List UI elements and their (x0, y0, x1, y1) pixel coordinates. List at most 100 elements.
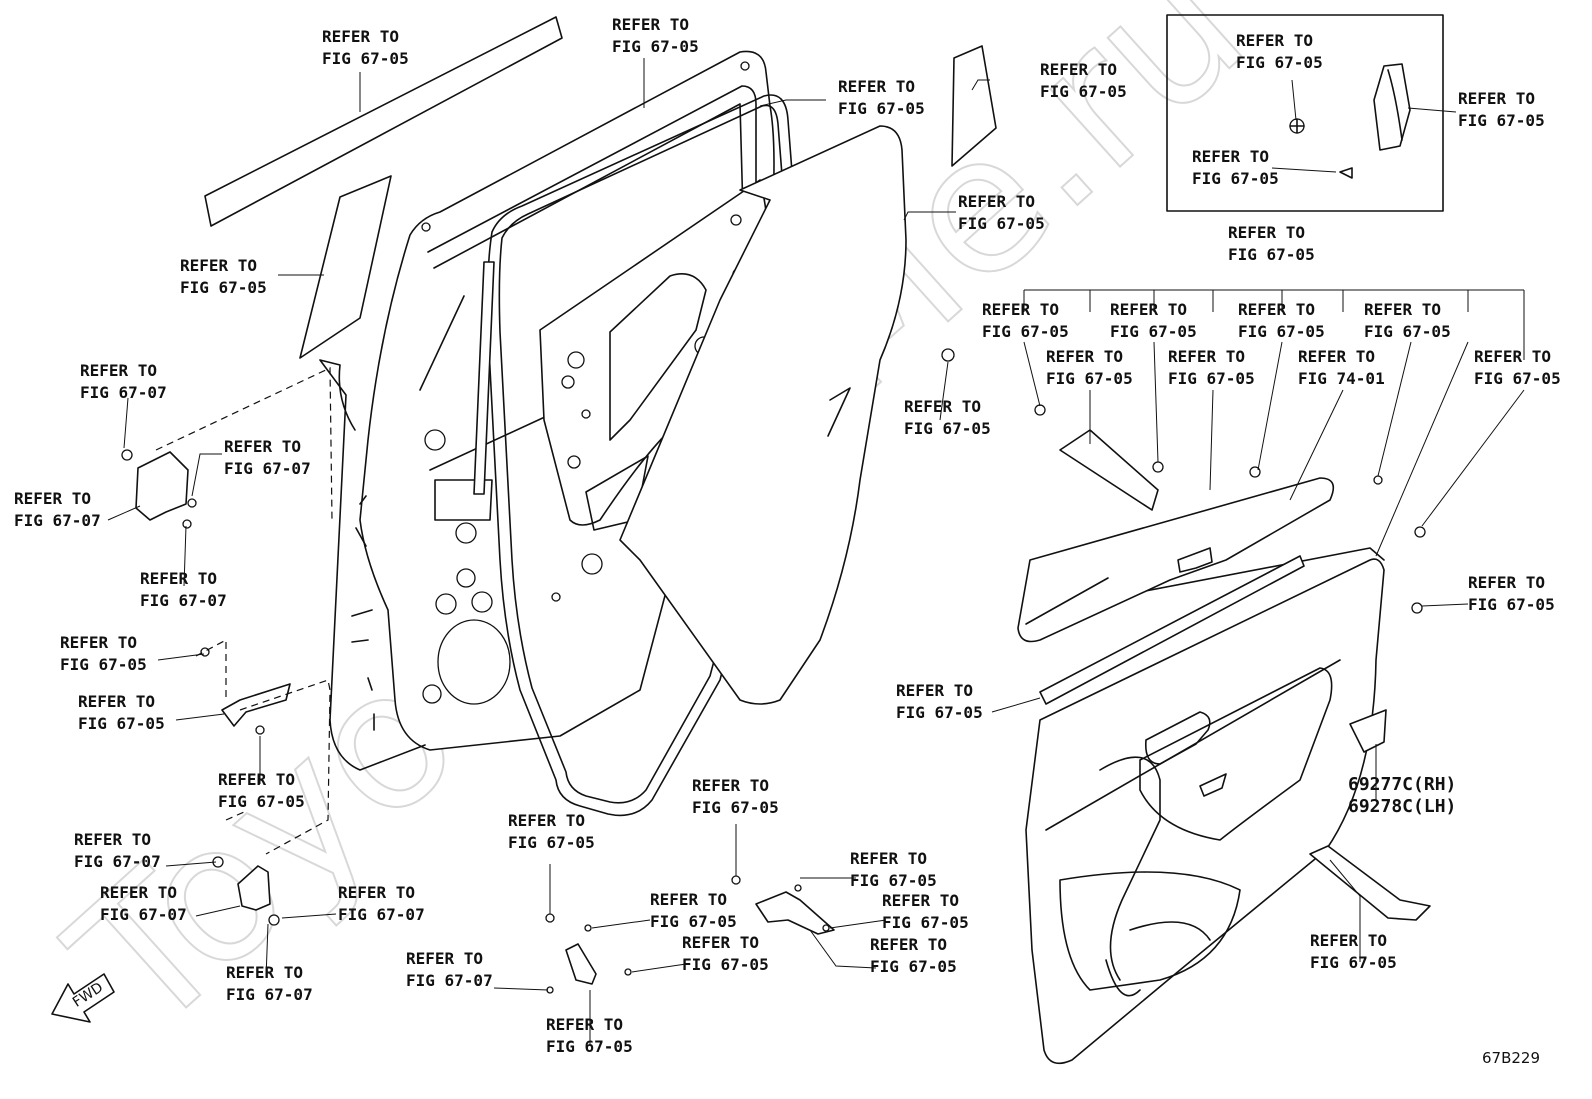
upper-trim (1017, 477, 1335, 643)
callout-fig: FIG 67-05 (958, 214, 1045, 233)
callout: REFER TO FIG 67-05 (692, 776, 779, 817)
callout-line1: REFER TO (1192, 147, 1269, 166)
mounting-lines (155, 367, 375, 855)
callout: REFER TO FIG 67-07 (100, 883, 187, 924)
callout-line1: REFER TO (958, 192, 1035, 211)
inner-weatherstrip (1039, 555, 1305, 705)
callout: REFER TO FIG 67-05 (958, 192, 1045, 233)
callout-fig: FIG 67-05 (1110, 322, 1197, 341)
callout: REFER TO FIG 67-05 (60, 633, 147, 674)
callout-line1: REFER TO (612, 15, 689, 34)
callout: REFER TO FIG 67-07 (74, 830, 161, 871)
callout-line1: REFER TO (896, 681, 973, 700)
callout-fig: FIG 67-05 (1238, 322, 1325, 341)
callout-fig: FIG 67-07 (226, 985, 313, 1004)
belt-moulding (204, 16, 563, 227)
callout-fig: FIG 67-07 (338, 905, 425, 924)
callout-line1: REFER TO (1474, 347, 1551, 366)
callout-line1: REFER TO (1364, 300, 1441, 319)
door-trim-board (1025, 547, 1385, 1065)
callout-line1: REFER TO (140, 569, 217, 588)
callout-line1: REFER TO (1298, 347, 1375, 366)
callout-line1: REFER TO (1228, 223, 1305, 242)
callout-fig: FIG 67-05 (1192, 169, 1279, 188)
callout-fig: FIG 67-05 (1228, 245, 1315, 264)
callout-line1: REFER TO (218, 770, 295, 789)
callout-line1: REFER TO (224, 437, 301, 456)
callout-line1: REFER TO (982, 300, 1059, 319)
callout-line1: REFER TO (180, 256, 257, 275)
callout-line1: REFER TO (650, 890, 727, 909)
callout: REFER TO FIG 67-05 (1238, 300, 1325, 341)
callout-fig: FIG 67-07 (80, 383, 167, 402)
callout-fig: FIG 67-05 (904, 419, 991, 438)
callout-line1: REFER TO (78, 692, 155, 711)
callout: REFER TO FIG 67-05 (508, 811, 595, 852)
callout-line1: REFER TO (60, 633, 137, 652)
figure-code: 67B229 (1482, 1049, 1540, 1067)
callout-line1: REFER TO (850, 849, 927, 868)
callout-line1: REFER TO (508, 811, 585, 830)
callout-fig: FIG 67-05 (882, 913, 969, 932)
lower-hinge (212, 856, 280, 926)
fasteners (545, 348, 1426, 994)
callout-fig: FIG 67-05 (982, 322, 1069, 341)
callout: REFER TO FIG 67-05 (850, 849, 937, 890)
callout-fig: FIG 67-05 (692, 798, 779, 817)
inset-garnish (1373, 63, 1411, 151)
callout-fig: FIG 67-05 (650, 912, 737, 931)
callout-fig: FIG 67-05 (322, 49, 409, 68)
callout-fig: FIG 67-05 (508, 833, 595, 852)
callout-line1: REFER TO (74, 830, 151, 849)
callout-fig: FIG 67-05 (60, 655, 147, 674)
callout: REFER TO FIG 67-05 (1474, 347, 1561, 388)
callout-fig: FIG 67-05 (612, 37, 699, 56)
lower-garnish (1309, 845, 1431, 921)
callout: REFER TO FIG 67-05 (612, 15, 699, 56)
callout-line1: REFER TO (1046, 347, 1123, 366)
callout-line1: REFER TO (870, 935, 947, 954)
callout-line1: REFER TO (1110, 300, 1187, 319)
callout-fig: FIG 67-05 (850, 871, 937, 890)
quarter-glass (299, 175, 392, 359)
callout-fig: FIG 67-07 (14, 511, 101, 530)
callout-fig: FIG 67-05 (1458, 111, 1545, 130)
callout-line1: REFER TO (882, 891, 959, 910)
callout: REFER TO FIG 67-07 (224, 437, 311, 478)
callout-fig: FIG 67-05 (1474, 369, 1561, 388)
callout-line1: REFER TO (904, 397, 981, 416)
callout-line1: REFER TO (1238, 300, 1315, 319)
callout-line1: REFER TO (692, 776, 769, 795)
callout-fig: FIG 67-05 (1040, 82, 1127, 101)
trim-bracket (1059, 429, 1159, 511)
callout-line1: REFER TO (100, 883, 177, 902)
callout: REFER TO FIG 67-05 (1110, 300, 1197, 341)
callout-line1: REFER TO (838, 77, 915, 96)
callout-fig: FIG 74-01 (1298, 369, 1385, 388)
callout-fig: FIG 67-05 (896, 703, 983, 722)
callout-fig: FIG 67-07 (74, 852, 161, 871)
callout-fig: FIG 67-07 (406, 971, 493, 990)
inset-box (1166, 14, 1444, 212)
callout-line1: REFER TO (1168, 347, 1245, 366)
callout-line1: REFER TO (1310, 931, 1387, 950)
callout-fig: FIG 67-07 (100, 905, 187, 924)
callout-fig: FIG 67-05 (546, 1037, 633, 1056)
lower-bracket-2 (755, 891, 835, 935)
callout-fig: FIG 67-07 (224, 459, 311, 478)
callout-line1: REFER TO (1458, 89, 1535, 108)
